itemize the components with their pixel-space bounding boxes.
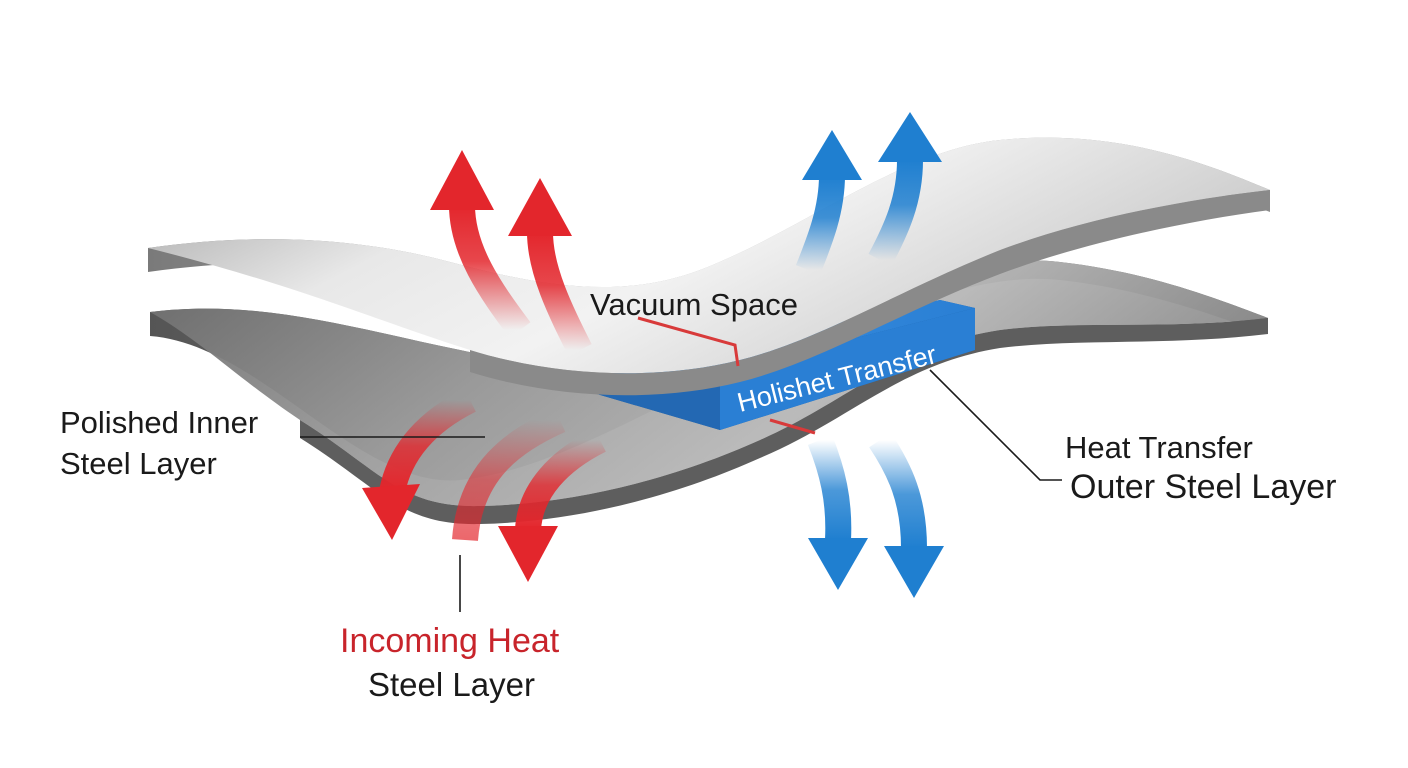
polished-inner-label-line1: Polished Inner: [60, 405, 258, 440]
cold-arrow-icon: [868, 112, 942, 267]
outer-steel-layer-label: Outer Steel Layer: [1070, 468, 1336, 506]
vacuum-space-label: Vacuum Space: [590, 287, 798, 322]
hot-arrow-icon: [508, 178, 592, 356]
leader-lines: [300, 369, 1062, 612]
vacuum-marker: [637, 316, 740, 367]
cold-arrow-icon: [869, 432, 944, 598]
incoming-steel-layer-label: Steel Layer: [368, 666, 535, 703]
leader-heat-transfer: [929, 369, 1062, 481]
incoming-heat-label: Incoming Heat: [340, 622, 560, 660]
cold-arrow-icon: [795, 130, 862, 275]
hot-arrow-icon: [452, 408, 566, 542]
polished-inner-label-line2: Steel Layer: [60, 446, 217, 481]
hot-arrow-icon: [498, 428, 606, 582]
cold-arrow-icon: [807, 435, 868, 590]
hot-arrow-icon: [430, 150, 531, 338]
band-marker: [769, 418, 816, 435]
heat-transfer-label: Heat Transfer: [1065, 430, 1253, 465]
inner-steel-sheet: [148, 137, 1270, 396]
